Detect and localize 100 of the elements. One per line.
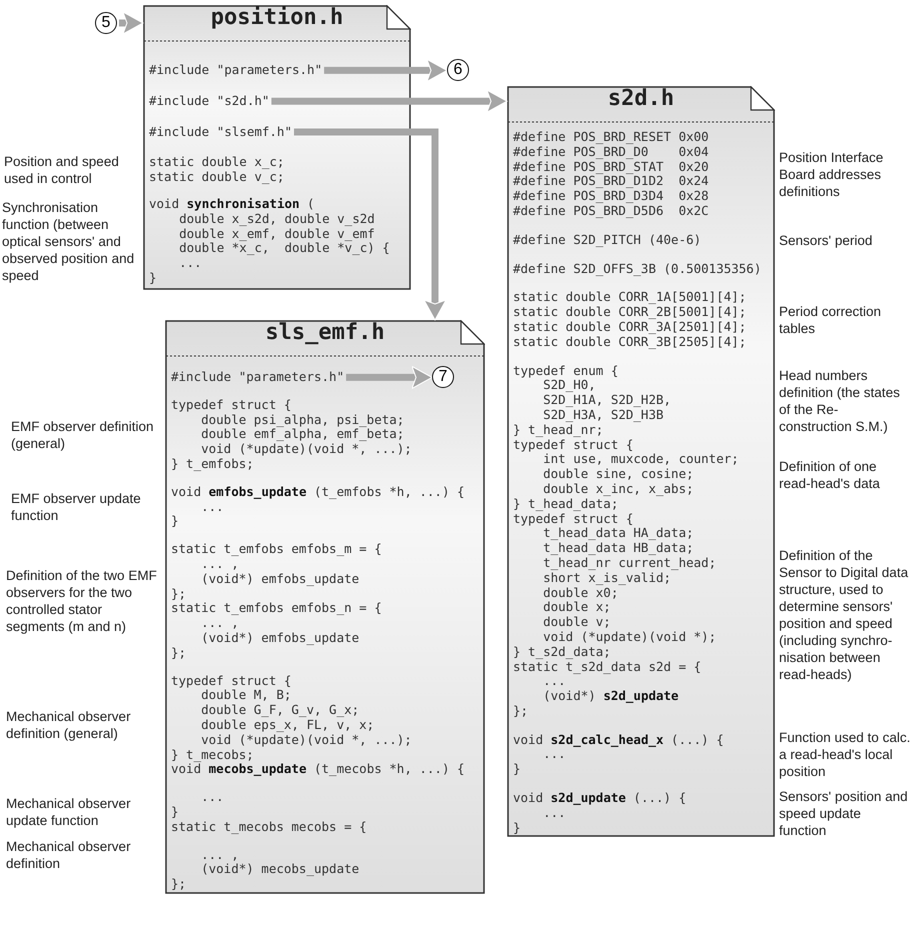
- code-line: S2D_H3A, S2D_H3B: [542, 408, 664, 423]
- code-line: void s2d_update (...) {: [512, 791, 686, 806]
- annotation: Mechanical observer definition: [6, 838, 132, 872]
- code-line: (void*) emfobs_update: [200, 630, 360, 646]
- code-line: void (*update)(void *, ...);: [200, 732, 412, 748]
- code-line: } t_mecobs;: [170, 748, 254, 762]
- annotation: Sensors' period: [779, 232, 874, 249]
- code-line: double x_emf, double v_emf: [178, 226, 375, 242]
- code-line: }: [170, 804, 179, 820]
- code-line: int use, muxcode, counter;: [543, 452, 739, 468]
- code-line: #define S2D_OFFS_3B (0.500135356): [512, 262, 762, 276]
- code-line: } t_s2d_data;: [512, 644, 611, 660]
- code-line: void synchronisation (: [148, 196, 315, 212]
- code-line: static t_s2d_data s2d = {: [512, 660, 702, 674]
- code-line: ...: [542, 747, 566, 762]
- code-line: static t_mecobs mecobs = {: [170, 820, 367, 835]
- include-directive: #include "parameters.h": [165, 370, 344, 385]
- code-line: double v;: [542, 615, 611, 630]
- file-name: sls_emf.h: [264, 320, 386, 347]
- code-line: typedef struct {: [170, 398, 292, 413]
- code-line: #define POS_BRD_D0 0x04: [512, 144, 709, 160]
- code-line: } t_head_data;: [512, 496, 618, 512]
- code-line: typedef struct {: [512, 438, 634, 452]
- code-line: t_head_data HB_data;: [542, 541, 694, 556]
- include-directive: #include "parameters.h": [143, 63, 322, 78]
- include-directive: #include "s2d.h": [143, 94, 270, 109]
- annotation: EMF observer definition (general): [11, 418, 155, 453]
- code-line: }: [170, 514, 179, 530]
- code-line: static double v_c;: [148, 170, 284, 185]
- code-line: double psi_alpha, psi_beta;: [201, 412, 404, 428]
- code-line: static t_emfobs emfobs_n = {: [170, 601, 382, 616]
- code-line: void (*update)(void *);: [542, 630, 716, 645]
- code-line: ...: [200, 790, 224, 805]
- code-line: static double CORR_3B[2505][4];: [512, 334, 746, 350]
- arrow: [294, 128, 446, 320]
- code-line: double eps_x, FL, v, x;: [200, 718, 374, 733]
- code-line: #define POS_BRD_D3D4 0x28: [512, 189, 709, 204]
- code-line: double x;: [542, 600, 611, 616]
- code-line: static double CORR_3A[2501][4];: [512, 320, 746, 335]
- arrow: [324, 58, 448, 82]
- code-file-document: [507, 86, 775, 838]
- code-line: S2D_H0,: [543, 378, 596, 394]
- code-line: typedef struct {: [170, 674, 292, 688]
- code-line: static t_emfobs emfobs_m = {: [170, 542, 382, 557]
- code-line: ...: [542, 674, 566, 690]
- include-directive: #include "slsemf.h": [143, 124, 292, 140]
- arrow: [271, 90, 508, 113]
- code-line: static double CORR_2B[5001][4];: [512, 305, 746, 320]
- arrow: [346, 366, 432, 389]
- code-line: #define POS_BRD_D5D6 0x2C: [512, 204, 709, 219]
- code-line: typedef enum {: [512, 364, 618, 378]
- annotation: Mechanical observer definition (general): [6, 708, 132, 744]
- code-line: (void*) emfobs_update: [200, 572, 360, 587]
- code-line: };: [170, 646, 186, 661]
- annotation: Period correction tables: [779, 302, 882, 338]
- code-line: (void*) s2d_update: [542, 689, 679, 704]
- annotation: Definition of one read-head's data: [779, 458, 881, 493]
- annotation: Synchronisation function (between optical sensors' and observed position and speed: [2, 198, 136, 285]
- callout-number: 6: [447, 58, 469, 81]
- annotation: Position and speed used in control: [4, 153, 120, 188]
- code-line: double sine, cosine;: [542, 467, 694, 482]
- callout-number: 5: [95, 12, 117, 34]
- code-line: }: [512, 762, 521, 778]
- annotation: Sensors' position and speed update function: [779, 788, 909, 839]
- code-line: };: [512, 704, 528, 719]
- code-line: } t_head_nr;: [512, 422, 604, 438]
- code-line: ... ,: [200, 616, 239, 631]
- code-line: ...: [178, 256, 202, 271]
- code-line: t_head_data HA_data;: [543, 526, 694, 542]
- code-line: short x_is_valid;: [542, 570, 672, 586]
- annotation: Mechanical observer update function: [6, 795, 132, 830]
- code-line: void (*update)(void *, ...);: [200, 442, 412, 457]
- code-line: #define POS_BRD_RESET 0x00: [512, 130, 709, 145]
- annotation: Head numbers definition (the states of the Re- construction S.M.): [779, 366, 901, 436]
- code-line: #define POS_BRD_D1D2 0x24: [512, 174, 709, 190]
- code-file-document: [143, 5, 411, 290]
- code-line: void s2d_calc_head_x (...) {: [512, 732, 724, 748]
- file-name: s2d.h: [606, 86, 676, 113]
- annotation: Definition of the two EMF observers for the two controlled stator segments (m and n): [6, 567, 158, 636]
- code-line: };: [170, 877, 186, 892]
- code-line: S2D_H1A, S2D_H2B,: [542, 393, 672, 408]
- code-line: (void*) mecobs_update: [200, 862, 360, 878]
- code-line: double M, B;: [201, 688, 292, 704]
- code-line: t_head_nr current_head;: [542, 556, 716, 571]
- code-line: void mecobs_update (t_mecobs *h, ...) {: [170, 762, 465, 778]
- code-line: }: [512, 820, 521, 836]
- code-line: double x0;: [542, 586, 618, 600]
- code-line: static double x_c;: [148, 155, 284, 170]
- code-line: ... ,: [200, 556, 239, 572]
- code-line: };: [170, 586, 186, 602]
- code-file-document: [165, 320, 485, 894]
- annotation: Definition of the Sensor to Digital data structure, used to determine sensors' position and speed (including synchro- nisation between read-heads): [779, 547, 910, 684]
- code-line: double x_inc, x_abs;: [542, 482, 694, 497]
- code-line: #define POS_BRD_STAT 0x20: [512, 160, 709, 174]
- annotation: EMF observer update function: [11, 490, 142, 525]
- code-line: } t_emfobs;: [170, 456, 254, 472]
- annotation: Function used to calc. a read-head's local position: [779, 729, 911, 780]
- code-line: static double CORR_1A[5001][4];: [512, 290, 746, 306]
- code-line: void emfobs_update (t_emfobs *h, ...) {: [170, 484, 465, 500]
- code-line: #define S2D_PITCH (40e-6): [512, 232, 702, 248]
